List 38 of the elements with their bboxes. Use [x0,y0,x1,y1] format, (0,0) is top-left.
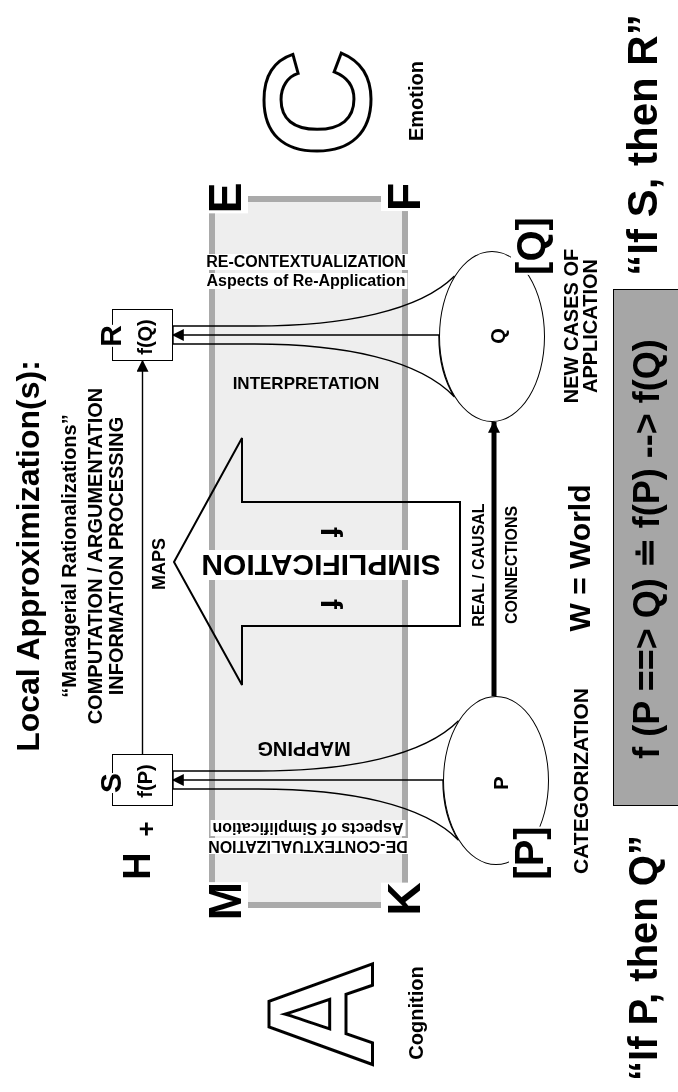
node-label: NEW CASES OF APPLICATION [562,247,600,406]
outlined-letter: C [243,48,393,158]
band-text: MAPPING [257,739,351,759]
bracket-label: [Q] [511,217,551,275]
equation-label: W = World [565,484,595,632]
node-letter: Q [488,328,508,344]
band-heading: RE-CONTEXTUALIZATION [204,254,408,270]
subtitle: “Managerial Rationalizations” [59,414,79,698]
node-label: CATEGORIZATION [569,688,591,874]
band-text: Aspects of Simplification [210,820,406,836]
formula-panel [613,289,678,806]
function-label: f(Q) [135,319,155,355]
connection-label: CONNECTIONS [504,505,520,625]
band-text: INTERPRETATION [232,374,380,392]
outlined-letter: A [245,959,395,1069]
connection-label: REAL / CAUSAL [471,503,487,627]
edge-label: MAPS [149,537,168,590]
rule-text: “If P, then Q” [623,835,663,1081]
band-heading: DE-CONTEXTUALIZATION [206,838,410,854]
arrow [136,359,149,755]
plus-sign: + [133,821,159,837]
subtitle: COMPUTATION / ARGUMENTATION [85,387,105,725]
letter-label: H [118,852,156,880]
function-label: f(P) [135,764,155,798]
title: Local Approximization(s): [12,360,44,752]
caption: Cognition [406,966,426,1060]
arrow [171,720,460,841]
subtitle: INFORMATION PROCESSING [106,416,126,696]
rule-text: “If S, then R” [622,14,664,276]
arrow [171,275,456,398]
arrow [488,420,500,696]
function-symbol: f [316,527,346,537]
formula: f (P ==> Q) ≐ f(P) --> f(Q) [629,339,665,759]
node-letter: P [491,776,511,790]
band-text: Aspects of Re-Application [204,273,408,289]
bracket-label: [P] [509,826,549,880]
caption: Emotion [406,61,426,141]
function-symbol: f [316,599,346,609]
